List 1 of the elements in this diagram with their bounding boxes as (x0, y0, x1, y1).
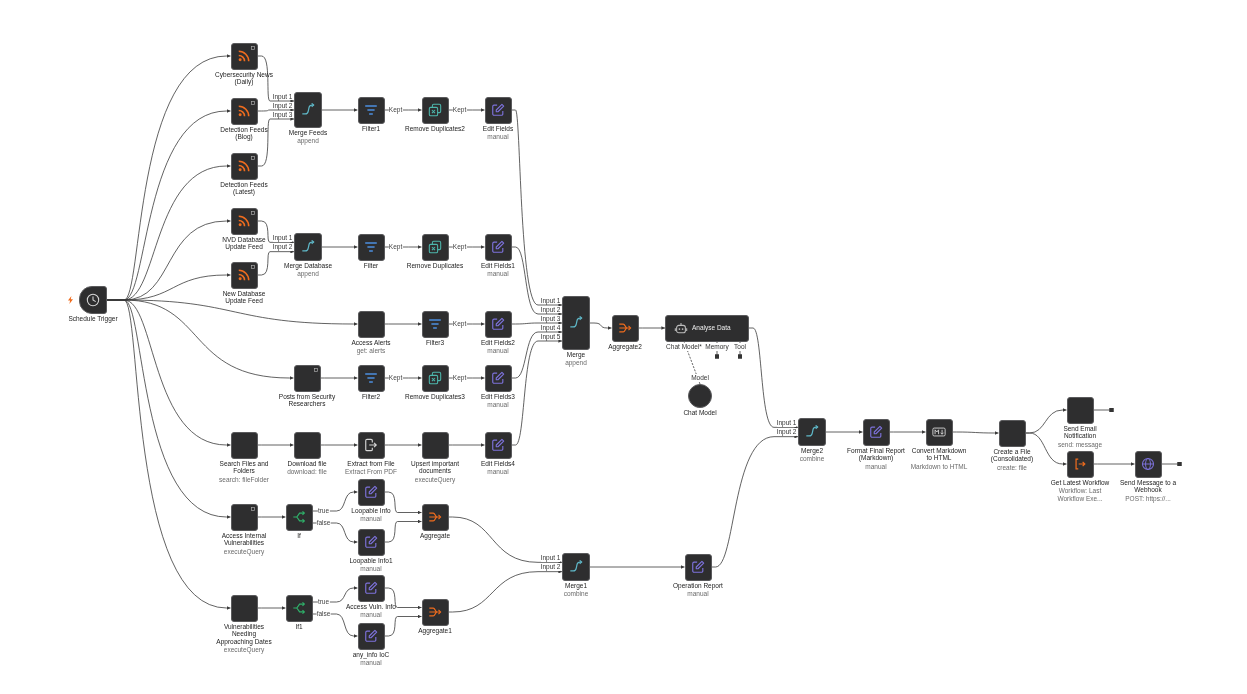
dashed-connector (683, 341, 701, 385)
